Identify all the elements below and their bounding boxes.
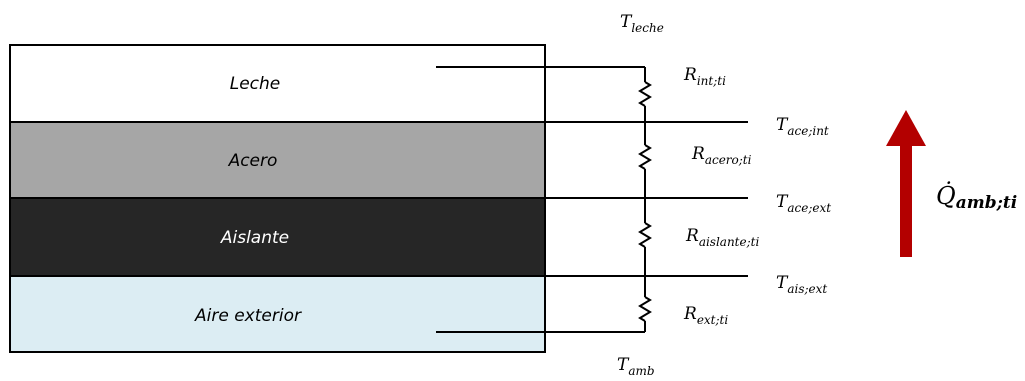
heat-flow-label: Q̇amb;ti	[936, 182, 1017, 213]
layer-aislante	[10, 198, 545, 276]
temp-label-ace-ext: Tace;ext	[776, 192, 831, 215]
resistance-label-acero: Racero;ti	[691, 144, 752, 167]
resistor-chain	[638, 67, 652, 332]
label-acero: Acero	[228, 151, 278, 171]
layer-aire-exterior	[10, 276, 545, 352]
temp-label-ais-ext: Tais;ext	[776, 273, 827, 296]
label-leche: Leche	[230, 74, 281, 94]
up-arrow-icon	[886, 110, 926, 257]
label-aire-exterior: Aire exterior	[194, 306, 302, 326]
resistor-aislante	[638, 222, 652, 248]
temp-label-ace-int: Tace;int	[776, 115, 829, 138]
label-aislante: Aislante	[220, 228, 289, 248]
resistance-label-aislante: Raislante;ti	[685, 226, 759, 249]
temp-label-amb: Tamb	[617, 355, 655, 378]
resistor-ext	[638, 296, 652, 322]
resistor-acero	[638, 144, 652, 170]
resistor-int	[638, 81, 652, 107]
resistance-label-ext: Rext;ti	[683, 304, 728, 327]
layer-acero	[10, 122, 545, 198]
layer-leche	[10, 45, 545, 122]
temp-label-leche: Tleche	[620, 12, 664, 35]
resistance-label-int: Rint;ti	[683, 65, 726, 88]
